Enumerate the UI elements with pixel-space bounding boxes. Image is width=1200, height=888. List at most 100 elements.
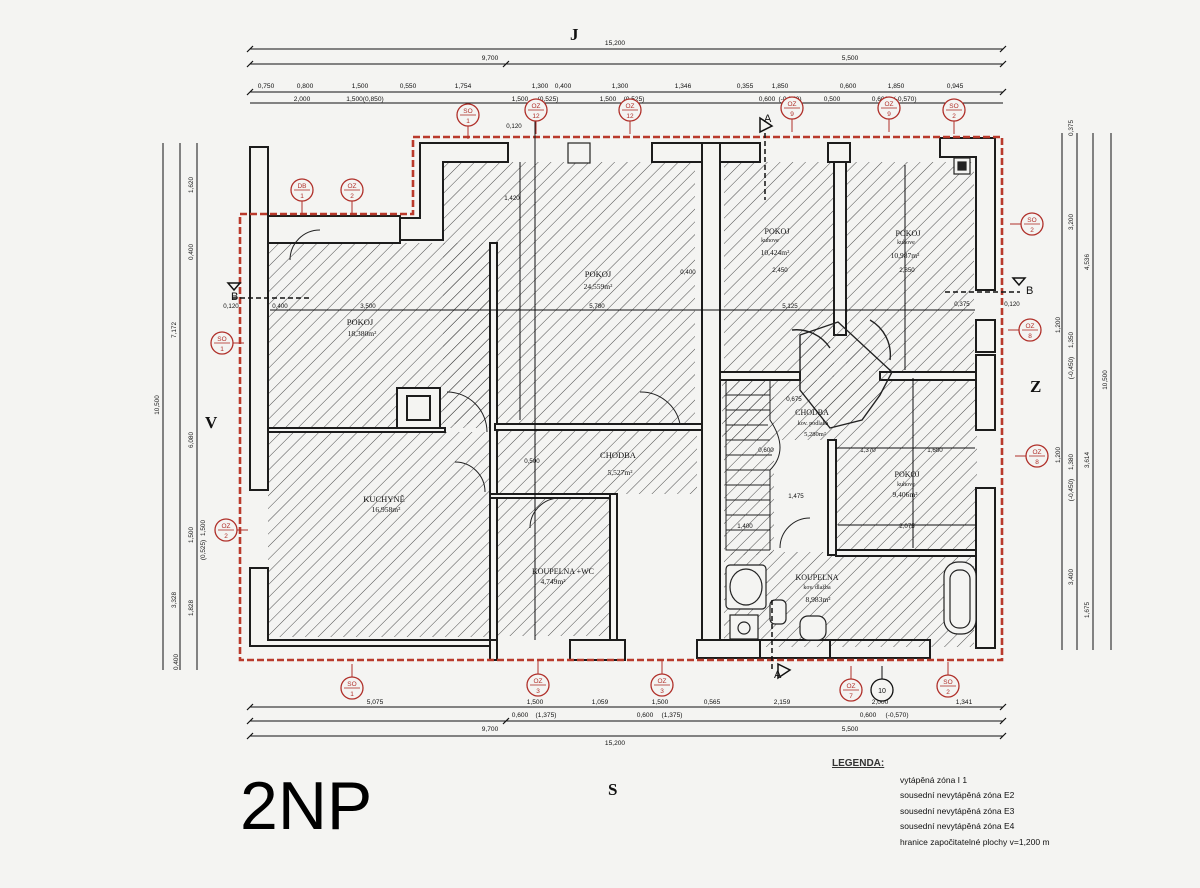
section-label: B — [1026, 285, 1033, 297]
svg-text:10,987m²: 10,987m² — [891, 251, 920, 260]
inner-dim: 1,680 — [927, 447, 943, 454]
inner-dim: 5,780 — [589, 303, 605, 310]
zone-tag: SO1 — [340, 664, 364, 700]
bottom-row1-dim: 1,500 — [527, 699, 544, 706]
zone-tag-number: 9 — [887, 111, 891, 118]
right-inner-dim: 0,375 — [1068, 120, 1075, 136]
room-kuchyne: KUCHYNĚ 16,958m² — [363, 494, 405, 514]
zone-tags: SO1OZ12OZ12OZ9OZ9SO2DB1OZ2SO2SO1OZ8OZ2OZ… — [210, 96, 1049, 702]
svg-text:8,983m²: 8,983m² — [806, 595, 832, 604]
top-row3-dim: 0,400 — [555, 83, 572, 90]
floor-label: 2NP — [240, 768, 373, 844]
top-left-dim: 9,700 — [482, 55, 499, 62]
top-row3-dim: 1,346 — [675, 83, 692, 90]
top-row4-dim: (-0,570) — [893, 96, 916, 103]
bottom-row2-dim: (1,375) — [662, 712, 683, 719]
right-inner-dim: 1,380 — [1068, 454, 1075, 470]
inner-dim: 1,400 — [737, 523, 753, 530]
zone-tag-number: 1 — [466, 118, 470, 125]
top-row3-dim: 1,850 — [772, 83, 789, 90]
zone-tag-number: 1 — [220, 346, 224, 353]
right-inner-dim: 3,200 — [1068, 214, 1075, 230]
zone-tag-number: 2 — [224, 533, 228, 540]
zone-tag-number: 3 — [536, 688, 540, 695]
zone-tag: OZ3 — [526, 661, 550, 697]
legend-list: vytápěná zóna I 1 sousední nevytápěná zón… — [826, 772, 1126, 850]
zone-tag-code: 10 — [878, 688, 886, 695]
left-dimension-labels: 10,500 7,172 3,328 1,620 0,400 6,080 1,5… — [154, 177, 207, 670]
top-row3-dim: 0,945 — [947, 83, 964, 90]
left-outer-dim: 7,172 — [171, 322, 178, 338]
svg-text:18,380m²: 18,380m² — [348, 329, 377, 338]
zone-tag: OZ8 — [1008, 318, 1042, 342]
legend-item: sousední nevytápěná zóna E4 — [826, 819, 1126, 835]
zone-tag-code: OZ — [787, 101, 796, 108]
bottom-dimension-labels: 5,075 1,500 1,059 1,500 0,565 2,159 2,00… — [367, 699, 973, 747]
inner-dim: 1,475 — [788, 493, 804, 500]
zone-tag-number: 1 — [350, 691, 354, 698]
zone-tag-code: OZ — [884, 101, 893, 108]
bottom-row1-dim: 2,159 — [774, 699, 791, 706]
zone-tag-code: SO — [949, 103, 958, 110]
staircase — [725, 380, 781, 551]
bottom-row1-dim: 1,341 — [956, 699, 973, 706]
room-pokoj-main: POKOJ 24,559m² — [584, 269, 613, 291]
zone-tag: SO1 — [210, 331, 244, 355]
zone-tag: DB1 — [290, 178, 314, 214]
zone-tag-number: 8 — [1035, 459, 1039, 466]
zone-tag: SO1 — [456, 103, 480, 139]
zone-tag-number: 2 — [952, 113, 956, 120]
svg-text:KOUPELNA +WC: KOUPELNA +WC — [532, 567, 594, 576]
top-row4-dim: 1,500 — [512, 96, 529, 103]
inner-dim: 0,120 — [223, 303, 239, 310]
room-pokoj-west: POKOJ 18,380m² — [347, 317, 377, 338]
room-koupelna: KOUPELNA kov. dlažba 8,983m² — [795, 573, 838, 604]
door-swings — [289, 229, 811, 549]
zone-tag-number: 1 — [300, 193, 304, 200]
svg-text:10,424m²: 10,424m² — [761, 248, 790, 257]
top-row4-dim: 2,000 — [294, 96, 311, 103]
zone-tag: OZ3 — [650, 661, 674, 697]
zone-tag-number: 9 — [790, 111, 794, 118]
zone-tag-number: 8 — [1028, 333, 1032, 340]
inner-dim: 0,400 — [680, 269, 696, 276]
zone-tag-number: 12 — [626, 113, 634, 120]
inner-dim: 0,500 — [524, 458, 540, 465]
right-inner-dim: 3,400 — [1068, 569, 1075, 585]
zone-tag-code: OZ — [1032, 449, 1041, 456]
zone-tag: SO2 — [1010, 212, 1044, 236]
bottom-row2-dim: 0,600 — [860, 712, 877, 719]
zone-tag-number: 2 — [350, 193, 354, 200]
svg-text:5,280m²: 5,280m² — [804, 431, 826, 438]
zone-tag: OZ 9 — [877, 96, 901, 132]
inner-dimension-labels: 3,500 0,400 5,780 5,125 0,120 0,375 0,12… — [223, 123, 1020, 530]
top-row3-dim: 1,300 — [532, 83, 549, 90]
room-chodba-east: CHODBA kov. podlaha 5,280m² — [795, 408, 829, 438]
top-dimension-labels: 15,200 9,700 5,500 0,750 0,800 1,500 0,5… — [258, 40, 964, 103]
inner-dim: 0,375 — [954, 301, 970, 308]
compass-north: J — [570, 25, 579, 44]
room-chodba-central: CHODBA 5,527m² — [600, 450, 637, 477]
bottom-row1-dim: 5,075 — [367, 699, 384, 706]
svg-text:kov. dlažba: kov. dlažba — [803, 585, 831, 591]
zone-tag-code: OZ — [531, 103, 540, 110]
zone-tag-number: 12 — [532, 113, 540, 120]
left-inner-dim: 1,500 — [188, 527, 195, 543]
svg-text:kuhove: kuhove — [897, 240, 915, 246]
svg-text:kuhove: kuhove — [761, 238, 779, 244]
walls — [249, 137, 996, 661]
bottom-total-dim: 15,200 — [605, 740, 626, 747]
zone-tag-code: SO — [943, 679, 952, 686]
svg-text:4,749m²: 4,749m² — [541, 577, 567, 586]
top-total-dim: 15,200 — [605, 40, 626, 47]
legend-item-label: vytápěná zóna I 1 — [900, 774, 968, 785]
zone-tag: SO 2 — [942, 98, 966, 134]
svg-text:POKOJ: POKOJ — [895, 470, 920, 479]
svg-text:16,958m²: 16,958m² — [372, 505, 401, 514]
left-window-dim: 1,500 — [200, 520, 207, 536]
legend-title: LEGENDA: — [832, 758, 885, 769]
left-inner-dim: 0,400 — [173, 654, 180, 670]
inner-dim: 2,850 — [899, 267, 915, 274]
